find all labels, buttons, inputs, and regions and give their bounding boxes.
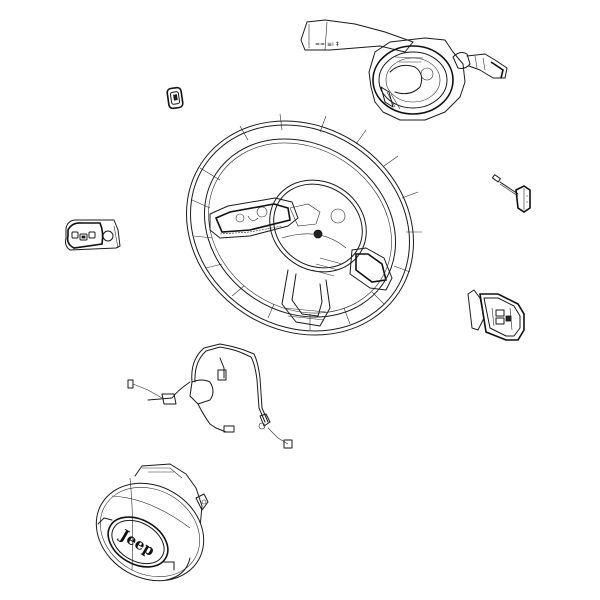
- small-switch: [166, 86, 186, 112]
- sensor-pigtail: [490, 170, 540, 218]
- clockspring-switch: == ≡⁞ ‡: [295, 12, 520, 127]
- airbag-module: Jeep: [90, 458, 220, 588]
- wiring-harness: [120, 338, 300, 458]
- right-control-switch: [462, 289, 534, 346]
- steering-wheel: [170, 108, 430, 348]
- left-control-switch: [62, 218, 124, 256]
- svg-text:== ≡⁞ ‡: == ≡⁞ ‡: [315, 41, 339, 48]
